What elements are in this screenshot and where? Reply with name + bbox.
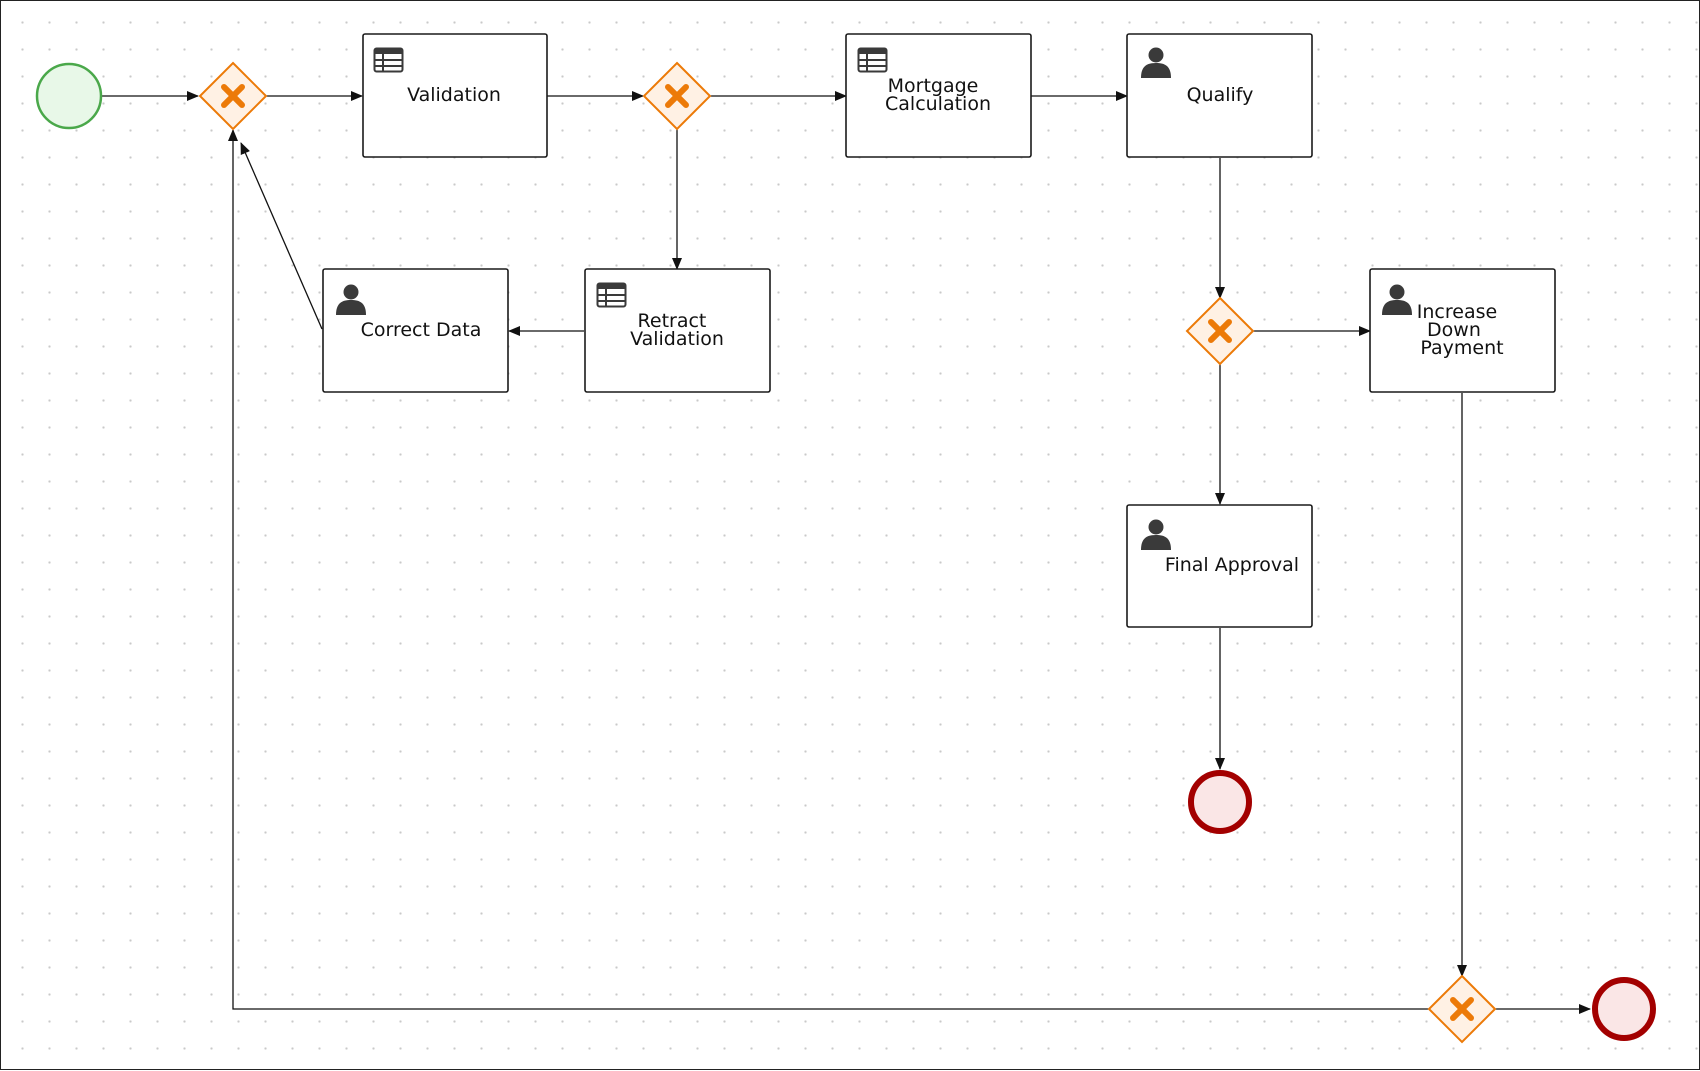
task-label-line: Payment	[1420, 337, 1503, 359]
svg-text:Retract Validation: Retract Validation	[630, 310, 724, 350]
start-event[interactable]	[35, 62, 103, 130]
task-label-line: Validation	[630, 328, 724, 350]
task-final-approval[interactable]: Final Approval	[1126, 504, 1313, 628]
svg-text:Mortgage Calculation: Mortgage Calculation	[885, 75, 991, 115]
svg-text:Validation: Validation	[407, 84, 501, 106]
task-mortgage-calculation[interactable]: Mortgage Calculation	[845, 33, 1032, 158]
svg-text:Increase Down Paym: Increase Down Payment	[1417, 301, 1504, 359]
end-event-approved[interactable]	[1188, 770, 1252, 834]
task-retract-validation[interactable]: Retract Validation	[584, 268, 771, 393]
gateway-loop[interactable]	[198, 61, 268, 131]
task-label-line: Down	[1427, 319, 1481, 341]
task-correct-data[interactable]: Correct Data	[322, 268, 509, 393]
flow-correct-data-to-gw-loop[interactable]	[240, 142, 323, 330]
end-event-down-payment[interactable]	[1592, 977, 1656, 1041]
task-label-line: Correct Data	[361, 319, 482, 341]
exclusive-x-icon	[665, 84, 689, 108]
task-label-line: Qualify	[1187, 84, 1254, 106]
exclusive-x-icon	[1208, 319, 1232, 343]
task-label-line: Calculation	[885, 93, 991, 115]
task-label-line: Mortgage	[888, 75, 979, 97]
task-validation[interactable]: Validation	[362, 33, 548, 158]
sequence-flows	[102, 91, 1591, 1014]
task-label-line: Final Approval	[1165, 554, 1299, 576]
task-increase-down-payment[interactable]: Increase Down Payment	[1369, 268, 1556, 393]
svg-text:Qualify: Qualify	[1187, 84, 1254, 106]
gateway-down-payment[interactable]	[1427, 974, 1497, 1044]
task-label-line: Validation	[407, 84, 501, 106]
gateway-validation[interactable]	[642, 61, 712, 131]
task-label-line: Retract	[638, 310, 707, 332]
flow-gw-downpayment-to-gw-loop[interactable]	[228, 129, 1429, 1010]
exclusive-x-icon	[1450, 997, 1474, 1021]
gateway-qualify[interactable]	[1185, 296, 1255, 366]
task-qualify[interactable]: Qualify	[1126, 33, 1313, 158]
svg-text:Final Approval: Final Approval	[1165, 554, 1299, 576]
svg-text:Correct Data: Correct Data	[361, 319, 482, 341]
task-label-line: Increase	[1417, 301, 1497, 323]
exclusive-x-icon	[221, 84, 245, 108]
